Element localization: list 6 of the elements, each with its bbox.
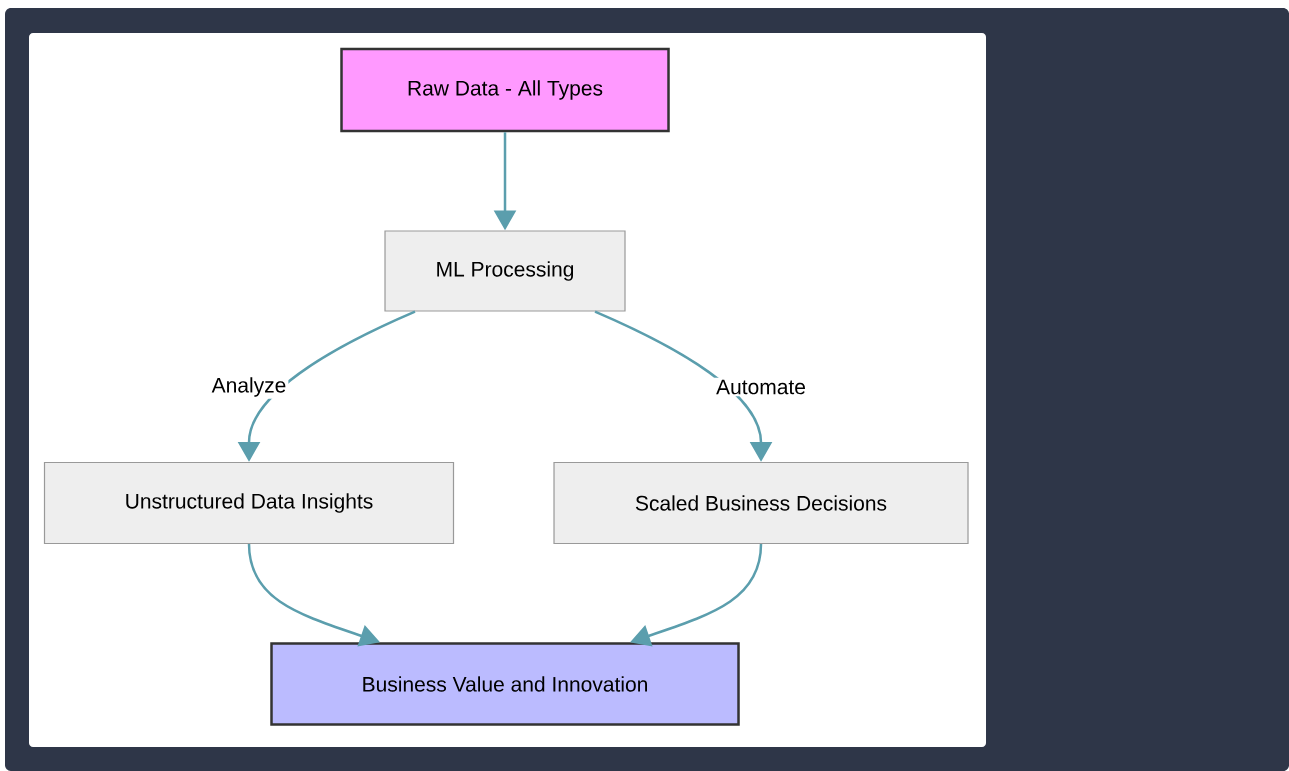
process-box: ML Processing xyxy=(384,230,626,312)
edge-label: Analyze xyxy=(209,375,289,399)
process-box: Unstructured Data Insights xyxy=(43,461,455,545)
process-box: Raw Data - All Types xyxy=(340,47,670,133)
process-box: Scaled Business Decisions xyxy=(553,461,969,545)
process-box: Business Value and Innovation xyxy=(270,642,740,726)
